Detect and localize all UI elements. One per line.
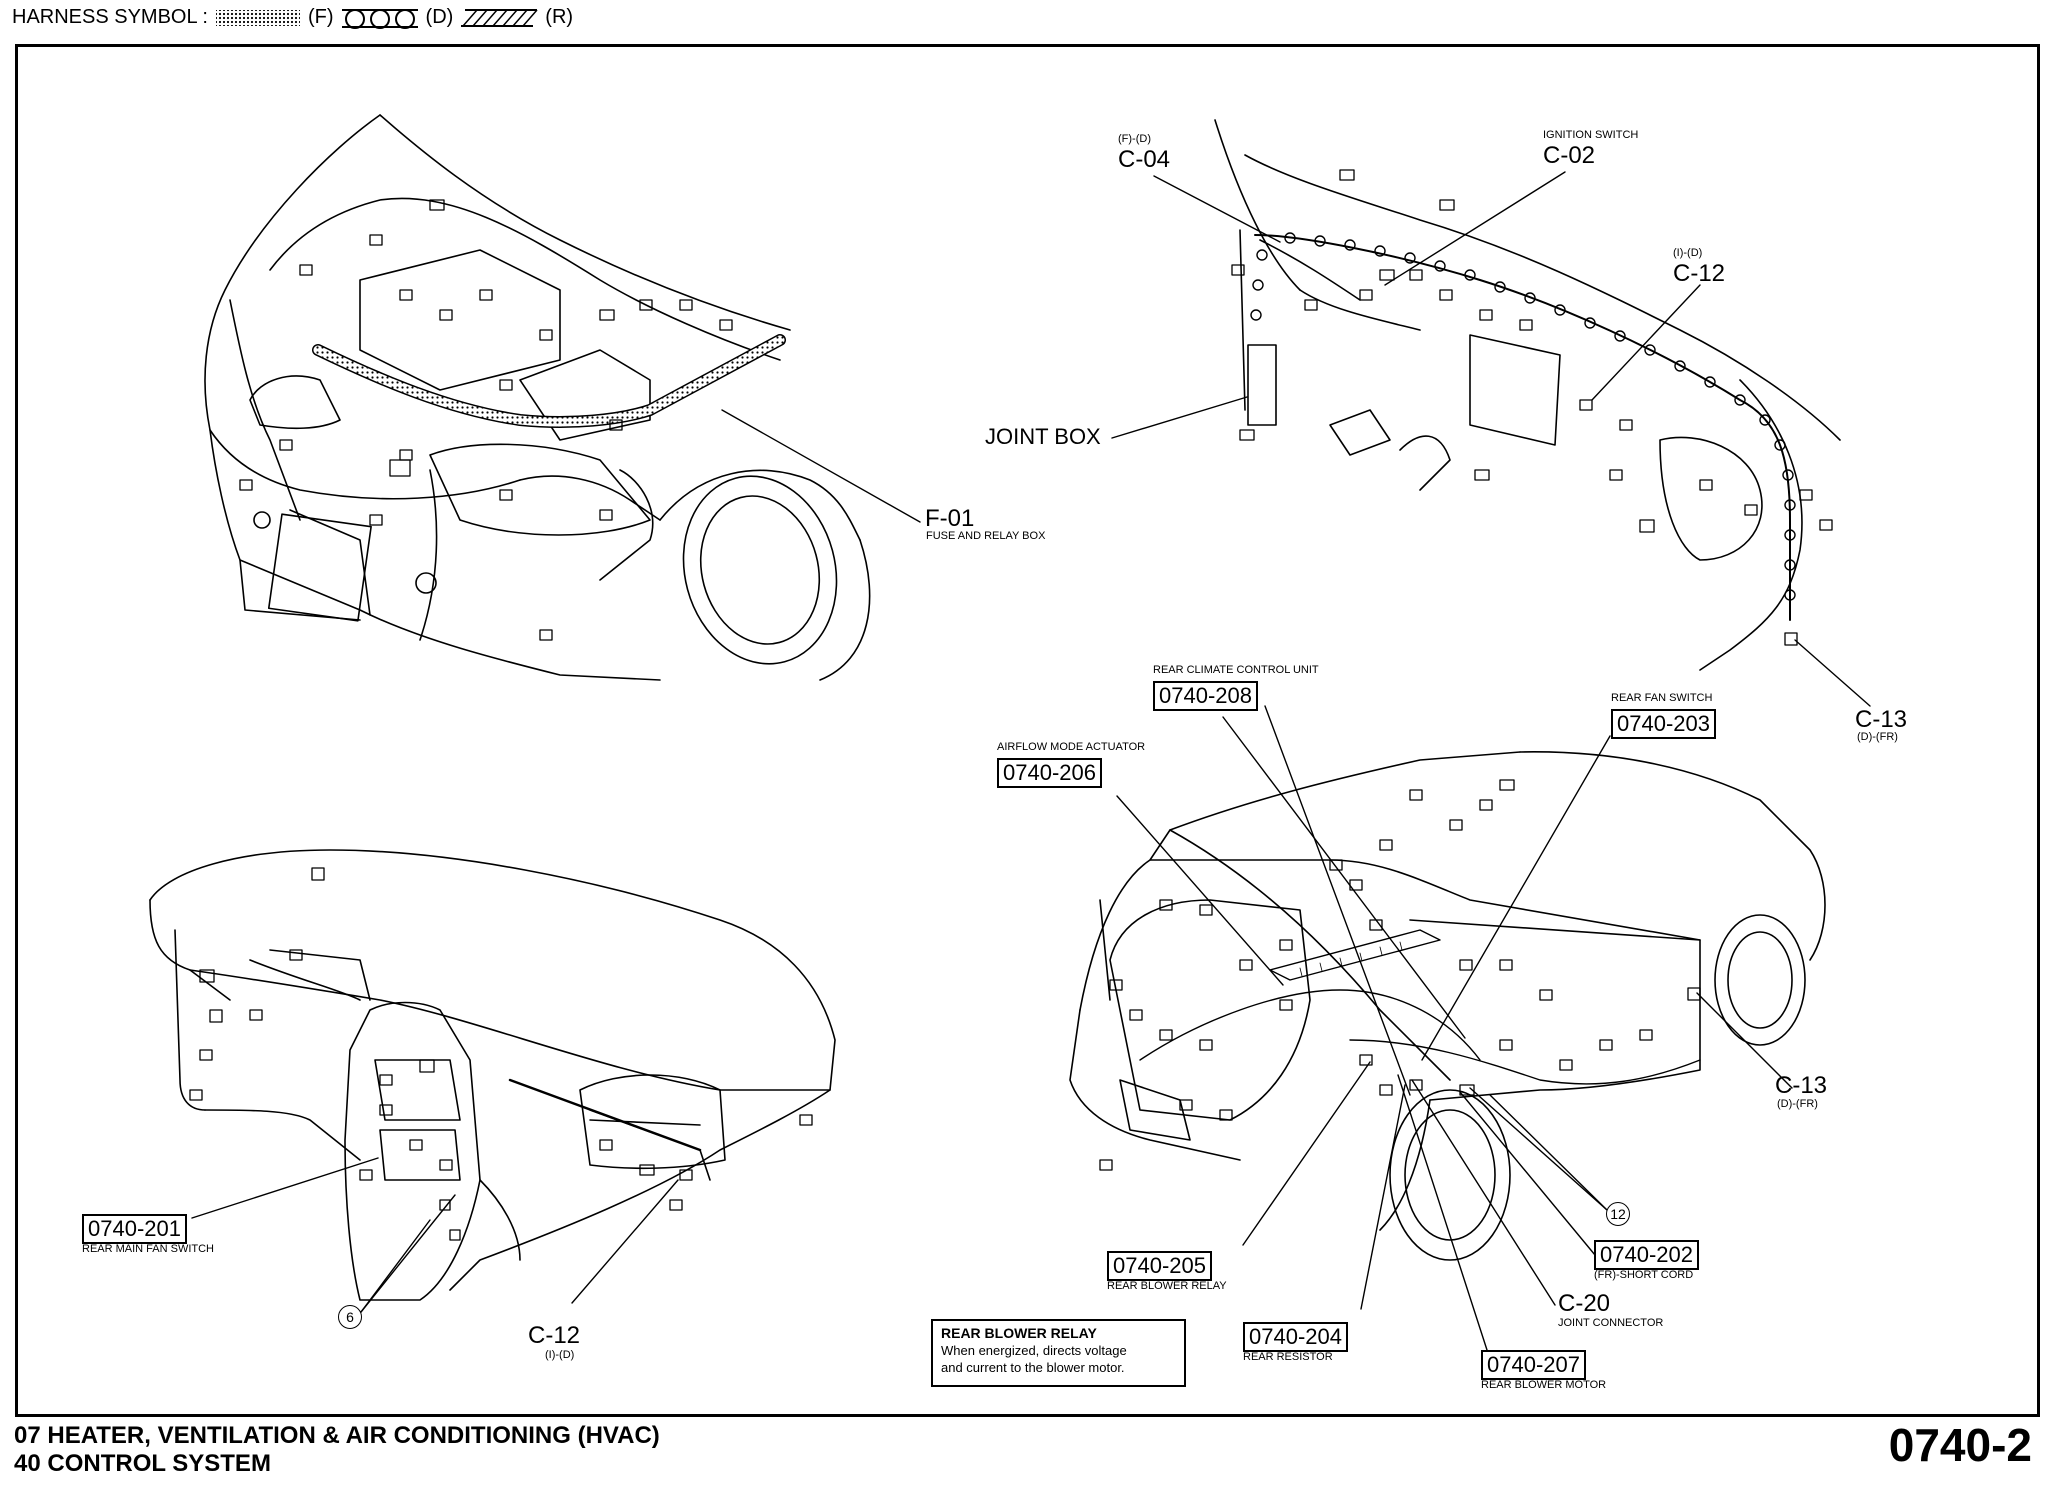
dash-harness-view: [1111, 119, 1871, 707]
c02-tag: IGNITION SWITCH: [1543, 129, 1639, 141]
rear-blower-relay-note: REAR BLOWER RELAY When energized, direct…: [931, 1319, 1186, 1387]
cc208-name: REAR CLIMATE CONTROL UNIT: [1153, 664, 1319, 676]
note-line-2: and current to the blower motor.: [941, 1360, 1125, 1375]
relay205-code: 0740-205: [1107, 1251, 1212, 1281]
note-line-1: When energized, directs voltage: [941, 1343, 1127, 1358]
relay205-name: REAR BLOWER RELAY: [1107, 1280, 1227, 1292]
f01-id: F-01: [925, 505, 975, 532]
legend-code-r: (R): [545, 6, 574, 28]
ground-point-6: 6: [338, 1305, 362, 1329]
c12-top-id: C-12: [1673, 260, 1726, 287]
act206-name: AIRFLOW MODE ACTUATOR: [997, 741, 1146, 753]
diagram-frame: [15, 44, 2040, 1417]
c12-dash-tag: (I)-(D): [545, 1349, 575, 1361]
section-line-1: 07 HEATER, VENTILATION & AIR CONDITIONIN…: [14, 1422, 660, 1449]
cc208-code: 0740-208: [1153, 681, 1258, 711]
dotted-harness-symbol: [215, 9, 300, 26]
note-title: REAR BLOWER RELAY: [941, 1325, 1097, 1341]
c04-tag: (F)-(D): [1118, 133, 1151, 145]
section-line-2: 40 CONTROL SYSTEM: [14, 1450, 271, 1477]
c13-top-id: C-13: [1855, 706, 1908, 733]
c04-id: C-04: [1118, 146, 1171, 173]
section-heading: 07 HEATER, VENTILATION & AIR CONDITIONIN…: [14, 1422, 660, 1478]
c12-top-tag: (I)-(D): [1673, 247, 1703, 259]
mot207-code: 0740-207: [1481, 1350, 1586, 1380]
legend-code-d: (D): [425, 6, 454, 28]
res204-name: REAR RESISTOR: [1243, 1351, 1333, 1363]
legend-code-f: (F): [307, 6, 334, 28]
c20-id: C-20: [1558, 1290, 1611, 1317]
c20-name: JOINT CONNECTOR: [1558, 1317, 1664, 1329]
ground-point-12: 12: [1606, 1202, 1630, 1226]
harness-legend: HARNESS SYMBOL : (F) (D) (R): [12, 6, 573, 29]
c13-top-tag: (D)-(FR): [1857, 731, 1898, 743]
act206-code: 0740-206: [997, 758, 1102, 788]
circle-chain-harness-symbol: [341, 8, 418, 29]
c13-van-id: C-13: [1775, 1072, 1828, 1099]
cord202-code: 0740-202: [1594, 1240, 1699, 1270]
hatched-harness-symbol: [461, 8, 538, 27]
c12-dash-id: C-12: [528, 1322, 581, 1349]
sw201-code: 0740-201: [82, 1214, 187, 1244]
dashboard-view: [149, 849, 836, 1313]
legend-prefix: HARNESS SYMBOL :: [12, 6, 208, 28]
sw203-name: REAR FAN SWITCH: [1611, 692, 1713, 704]
page-number: 0740-2: [1888, 1419, 2032, 1471]
f01-name: FUSE AND RELAY BOX: [926, 530, 1046, 542]
sw201-name: REAR MAIN FAN SWITCH: [82, 1243, 215, 1255]
res204-code: 0740-204: [1243, 1322, 1348, 1352]
mot207-name: REAR BLOWER MOTOR: [1481, 1379, 1607, 1391]
engine-compartment-view: [204, 114, 921, 681]
c13-van-tag: (D)-(FR): [1777, 1098, 1818, 1110]
c02-id: C-02: [1543, 142, 1596, 169]
sw203-code: 0740-203: [1611, 709, 1716, 739]
cord202-name: (FR)-SHORT CORD: [1594, 1269, 1694, 1281]
joint-box-label: JOINT BOX: [985, 424, 1101, 449]
van-view: [1069, 705, 1826, 1351]
